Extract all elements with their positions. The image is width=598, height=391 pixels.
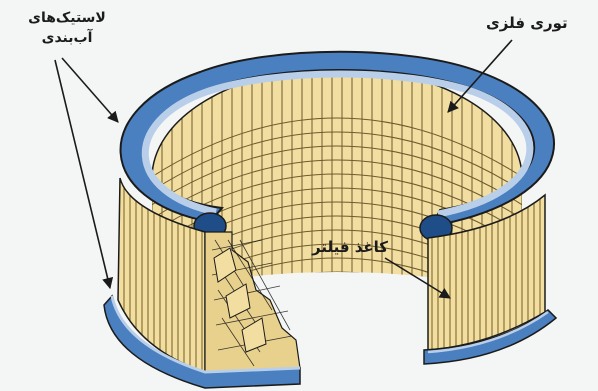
filter-paper-label: کاغذ فیلتر xyxy=(312,238,388,256)
sealing-rubbers-label-line2: آب‌بندی xyxy=(8,28,126,48)
sealing-rubbers-label: لاستیک‌های آب‌بندی xyxy=(8,8,126,48)
sealing-rubbers-label-line1: لاستیک‌های xyxy=(8,8,126,28)
metal-mesh-label: توری فلزی xyxy=(486,14,568,32)
